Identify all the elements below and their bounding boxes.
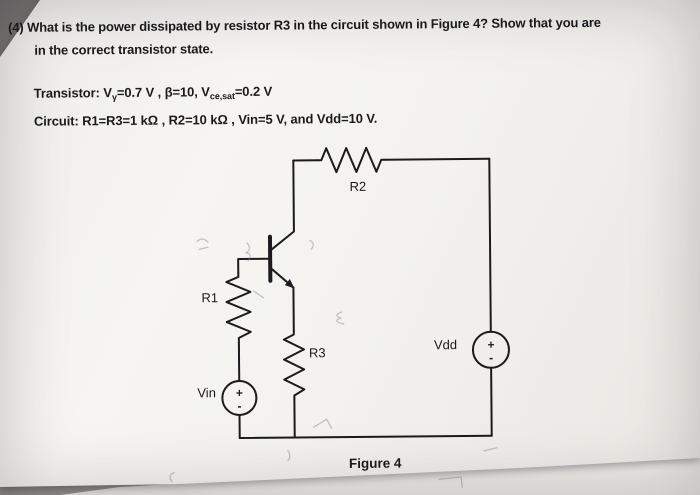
pencil-mark-under-wire	[287, 449, 291, 462]
pencil-mark-box	[438, 476, 463, 488]
resistor-r1	[225, 271, 252, 347]
label-vin: Vin	[197, 385, 216, 400]
wire-right-top	[488, 157, 492, 333]
resistor-r2	[316, 146, 387, 174]
pencil-mark-vbe	[252, 290, 265, 299]
pencil-mark-bottom	[312, 418, 333, 429]
pencil-mark-right	[483, 447, 498, 452]
pencil-mark-e	[336, 311, 345, 325]
vdd-plus-sign: +	[487, 338, 494, 352]
pencil-mark-base	[244, 242, 251, 262]
emitter-arrow	[284, 279, 295, 289]
transistor-collector	[269, 159, 295, 252]
emitter-branch	[282, 286, 306, 439]
label-r2: R2	[349, 179, 366, 194]
pencil-mark-collector	[309, 239, 314, 250]
base-wire	[237, 257, 272, 274]
npn-transistor	[267, 159, 295, 289]
label-vdd: Vdd	[434, 337, 457, 352]
wire-right-bottom	[490, 366, 493, 437]
top-wire	[292, 146, 491, 174]
wire-top-right	[384, 157, 491, 161]
resistor-r3	[282, 329, 306, 400]
pencil-mark-corner	[169, 471, 175, 483]
bottom-wire	[238, 434, 493, 439]
figure-caption: Figure 4	[349, 456, 402, 471]
vdd-branch: + -	[471, 157, 510, 437]
vin-plus-sign: +	[236, 386, 243, 400]
label-r3: R3	[309, 345, 326, 360]
pencil-marks	[169, 238, 498, 488]
pencil-mark-ib	[196, 238, 209, 250]
label-r1: R1	[201, 290, 218, 305]
vin-minus-sign: -	[237, 399, 241, 413]
vdd-minus-sign: -	[489, 351, 493, 365]
input-branch: + -	[221, 257, 272, 439]
